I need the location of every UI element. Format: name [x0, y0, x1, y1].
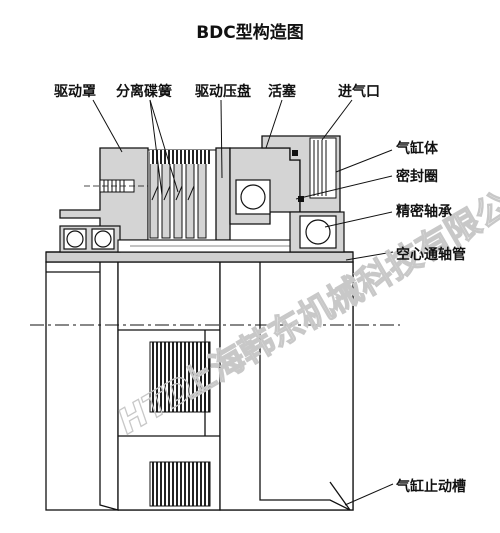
elevation-view: [45, 261, 354, 511]
disc-teeth-lower: [149, 461, 211, 507]
disc-teeth-upper: [149, 341, 211, 413]
label-hollow-shaft: 空心通轴管: [396, 247, 466, 263]
stop-groove-edge: [329, 481, 351, 511]
drive-cover-elevation: [99, 261, 119, 511]
sealing-ring-part: [292, 150, 298, 156]
label-sealing-ring: 密封圈: [396, 169, 438, 185]
label-precision-bearing: 精密轴承: [396, 204, 452, 220]
leader-lines: [92, 99, 394, 506]
left-bearings: [59, 225, 121, 253]
label-cylinder-body: 气缸体: [396, 141, 438, 157]
air-inlet-bore: [309, 137, 337, 199]
hollow-shaft-section: [45, 251, 354, 263]
diagram-title: BDC型构造图: [196, 23, 304, 43]
label-air-inlet: 进气口: [338, 84, 380, 100]
piston-bearing: [235, 179, 271, 215]
label-pressure-plate: 驱动压盘: [195, 84, 251, 100]
label-piston: 活塞: [268, 84, 296, 100]
pressure-plate-part: [215, 147, 231, 241]
right-bearing: [289, 211, 345, 253]
label-drive-cover: 驱动罩: [54, 84, 96, 100]
label-stop-groove: 气缸止动槽: [396, 479, 466, 495]
cylinder-elevation: [219, 261, 354, 511]
label-separation-spring: 分离碟簧: [116, 84, 172, 100]
